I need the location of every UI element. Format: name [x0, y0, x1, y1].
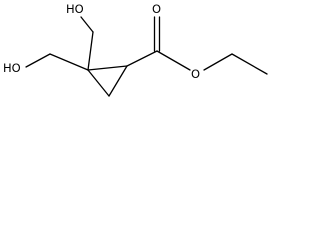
bond-carbonyl-c-ester-o [156, 50, 191, 71]
bond-ch2-ch3 [231, 53, 268, 75]
bond-ring-c2-c3 [108, 65, 128, 97]
structure-diagram: HO HO O O [3, 2, 268, 97]
bond-left-oh-ch2 [25, 53, 51, 68]
bond-ring-c3-c1 [87, 69, 110, 97]
bond-c2-carbonyl-c [126, 50, 158, 67]
carbonyl-oxygen-label: O [152, 2, 161, 16]
hydroxyl-left-label: HO [3, 61, 21, 75]
bond-ester-o-ch2 [203, 53, 233, 71]
bond-ring-c1-c2 [87, 65, 128, 71]
bond-left-ch2-c1 [49, 53, 89, 71]
bond-top-ch2-c1 [87, 31, 94, 71]
hydroxyl-top-label: HO [66, 2, 84, 16]
ester-oxygen-label: O [191, 67, 200, 81]
bond-top-oh-ch2 [80, 16, 94, 33]
